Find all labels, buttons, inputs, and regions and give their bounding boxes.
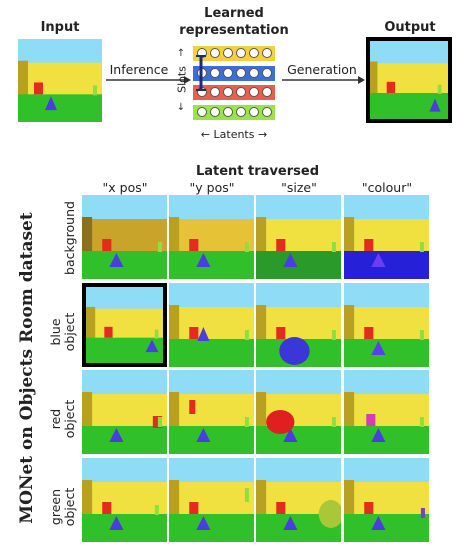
latent-unit xyxy=(236,68,246,78)
output-scene-image xyxy=(366,37,452,123)
latent-unit xyxy=(236,87,246,97)
latent-unit xyxy=(210,87,220,97)
latent-unit xyxy=(236,107,246,117)
latent-unit xyxy=(262,48,272,58)
svg-text:↑: ↑ xyxy=(177,48,185,59)
traversal-image-background-y-pos xyxy=(169,195,254,279)
latents-text: Latents xyxy=(213,128,255,141)
slots-axis-label: Slots xyxy=(175,66,189,93)
traversal-image-background-x-pos xyxy=(82,195,167,279)
latent-unit xyxy=(210,68,220,78)
output-title: Output xyxy=(384,20,436,35)
row-label-background: background xyxy=(62,201,77,275)
svg-text:↓: ↓ xyxy=(177,102,185,112)
learned-representation-title: Learned representation xyxy=(179,6,289,38)
latent-unit xyxy=(262,107,272,117)
traversal-image-green-object-x-pos xyxy=(82,458,167,542)
latent-unit xyxy=(262,68,272,78)
latent-selection-marker xyxy=(196,55,206,91)
latent-unit xyxy=(249,68,259,78)
slots-axis-arrows: ↑ ↓ xyxy=(177,48,185,112)
latent-unit xyxy=(262,87,272,97)
generation-arrow xyxy=(282,76,365,84)
latents-axis-label: ← Latents → xyxy=(193,128,275,141)
generation-label: Generation xyxy=(287,62,357,77)
row-label-blue-object: blue object xyxy=(48,312,77,352)
column-label-colour: "colour" xyxy=(361,180,413,195)
column-label-y-pos: "y pos" xyxy=(189,180,235,195)
row-label-red-object: red object xyxy=(48,399,77,439)
traversal-image-background-colour xyxy=(344,195,429,279)
latent-unit xyxy=(197,107,207,117)
side-title: MONet on Objects Room dataset xyxy=(17,212,37,524)
input-scene-image xyxy=(18,39,102,122)
traversal-image-red-object-y-pos xyxy=(169,370,254,454)
traversal-image-red-object-x-pos xyxy=(82,370,167,454)
traversal-image-blue-object-colour xyxy=(344,283,429,367)
latent-unit xyxy=(249,87,259,97)
latent-unit xyxy=(210,107,220,117)
traversal-image-blue-object-size xyxy=(256,283,341,367)
column-label-size: "size" xyxy=(281,180,317,195)
traversal-image-green-object-colour xyxy=(344,458,429,542)
latent-unit xyxy=(210,48,220,58)
right-arrow-icon: → xyxy=(257,128,268,141)
column-label-x-pos: "x pos" xyxy=(102,180,148,195)
traversal-image-red-object-size xyxy=(256,370,341,454)
traversal-image-blue-object-y-pos xyxy=(169,283,254,367)
latent-traversed-title: Latent traversed xyxy=(195,164,320,179)
latent-unit xyxy=(236,48,246,58)
latent-unit xyxy=(249,107,259,117)
latent-unit xyxy=(249,48,259,58)
traversal-image-green-object-y-pos xyxy=(169,458,254,542)
traversal-image-background-size xyxy=(256,195,341,279)
traversal-image-green-object-size xyxy=(256,458,341,542)
latent-unit xyxy=(223,107,233,117)
input-title: Input xyxy=(40,20,80,35)
latent-unit xyxy=(223,87,233,97)
traversal-image-red-object-colour xyxy=(344,370,429,454)
inference-label: Inference xyxy=(109,62,169,77)
row-label-green-object: green object xyxy=(48,487,77,527)
latent-unit xyxy=(223,48,233,58)
left-arrow-icon: ← xyxy=(200,128,211,141)
traversal-image-blue-object-x-pos xyxy=(82,283,167,367)
latent-unit xyxy=(223,68,233,78)
inference-arrow xyxy=(106,76,191,84)
